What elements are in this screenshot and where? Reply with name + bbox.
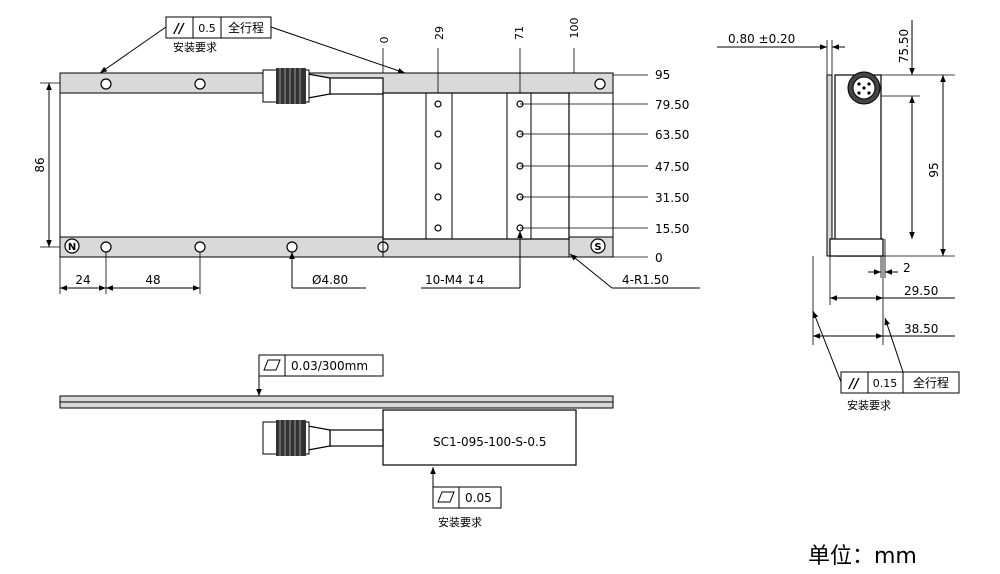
- svg-text:0.05: 0.05: [465, 491, 492, 505]
- svg-text:75.50: 75.50: [897, 29, 911, 63]
- dim-95: 95: [883, 75, 955, 257]
- svg-text:38.50: 38.50: [904, 322, 938, 336]
- svg-text://: //: [847, 377, 860, 392]
- svg-text:47.50: 47.50: [655, 160, 689, 174]
- dim-75-50: 75.50: [881, 20, 955, 97]
- right-dimensions: 95 79.50 63.50 47.50 31.50 15.50 0: [520, 68, 689, 265]
- thread-note: 10-M4 ↧4: [421, 231, 523, 289]
- svg-text:0: 0: [378, 37, 391, 44]
- model-number: SC1-095-100-S-0.5: [433, 435, 546, 449]
- svg-text:29: 29: [433, 26, 446, 40]
- svg-text:100: 100: [568, 18, 581, 39]
- dim-38-50: 38.50: [812, 256, 955, 345]
- dim-29-50: 29.50: [829, 256, 955, 305]
- svg-text:79.50: 79.50: [655, 98, 689, 112]
- side-parallelism-callout: // 0.15 全行程 安装要求: [812, 310, 960, 412]
- svg-text:0: 0: [655, 251, 663, 265]
- main-view: N S //: [33, 16, 700, 294]
- flatness-bottom-callout: 0.05 安装要求: [430, 467, 502, 529]
- svg-text:全行程: 全行程: [913, 375, 949, 390]
- tape-edge: [826, 74, 833, 257]
- svg-text:0.03/300mm: 0.03/300mm: [291, 359, 368, 373]
- svg-text:71: 71: [513, 26, 526, 40]
- mount-hole: [194, 78, 206, 90]
- svg-text:全行程: 全行程: [228, 20, 264, 35]
- svg-text:10-M4 ↧4: 10-M4 ↧4: [425, 273, 484, 287]
- svg-text:15.50: 15.50: [655, 222, 689, 236]
- svg-text:86: 86: [33, 157, 47, 172]
- top-ticks: 0 29 71 100: [378, 18, 581, 93]
- parallelism-callout: // 0.5 全行程 安装要求: [99, 16, 406, 74]
- svg-text:安装要求: 安装要求: [847, 398, 891, 412]
- svg-text:2: 2: [903, 261, 911, 275]
- svg-text:31.50: 31.50: [655, 191, 689, 205]
- svg-text:95: 95: [927, 162, 941, 177]
- sensor-bottom: [382, 409, 577, 466]
- mount-hole: [100, 78, 112, 90]
- bottom-dimensions: 24 48: [59, 252, 201, 294]
- svg-text:0.5: 0.5: [198, 22, 216, 35]
- svg-text:Ø4.80: Ø4.80: [312, 273, 348, 287]
- mount-hole: [286, 241, 298, 253]
- connector-bottom-icon: [262, 420, 310, 456]
- unit-label: 单位：mm: [808, 544, 917, 569]
- svg-text:95: 95: [655, 68, 670, 82]
- svg-text:安装要求: 安装要求: [173, 40, 217, 54]
- mount-hole: [100, 241, 112, 253]
- connector-icon: [262, 68, 310, 104]
- cable: [329, 77, 384, 95]
- flatness-top-callout: 0.03/300mm: [256, 354, 384, 396]
- connector-end-icon: [847, 71, 881, 105]
- pole-s-marker: [590, 238, 606, 254]
- svg-text:4-R1.50: 4-R1.50: [622, 273, 669, 287]
- thickness-dimension: 0.80 ±0.20: [717, 32, 845, 75]
- pole-n-label: N: [68, 242, 76, 253]
- radius-note: 4-R1.50: [569, 253, 700, 289]
- svg-text:24: 24: [75, 273, 90, 287]
- dim-2: 2: [868, 239, 911, 278]
- svg-text:63.50: 63.50: [655, 128, 689, 142]
- svg-text:29.50: 29.50: [904, 284, 938, 298]
- svg-text:0.15: 0.15: [873, 377, 898, 390]
- svg-text:48: 48: [145, 273, 160, 287]
- height-dimension: 86: [33, 82, 60, 248]
- mount-hole: [594, 78, 606, 90]
- side-view: 0.80 ±0.20 75.50 95 2: [717, 20, 960, 412]
- svg-text:安装要求: 安装要求: [438, 515, 482, 529]
- pole-s-label: S: [594, 242, 601, 253]
- hole-diameter-note: Ø4.80: [289, 252, 366, 289]
- bottom-view: 0.03/300mm SC1-095-100-S-0.5 0.05 安装要求: [59, 354, 614, 529]
- mount-hole: [194, 241, 206, 253]
- svg-text://: //: [172, 22, 185, 37]
- pole-n-marker: [64, 238, 80, 254]
- svg-text:0.80 ±0.20: 0.80 ±0.20: [728, 32, 795, 46]
- tape-bottom-band: [59, 236, 614, 258]
